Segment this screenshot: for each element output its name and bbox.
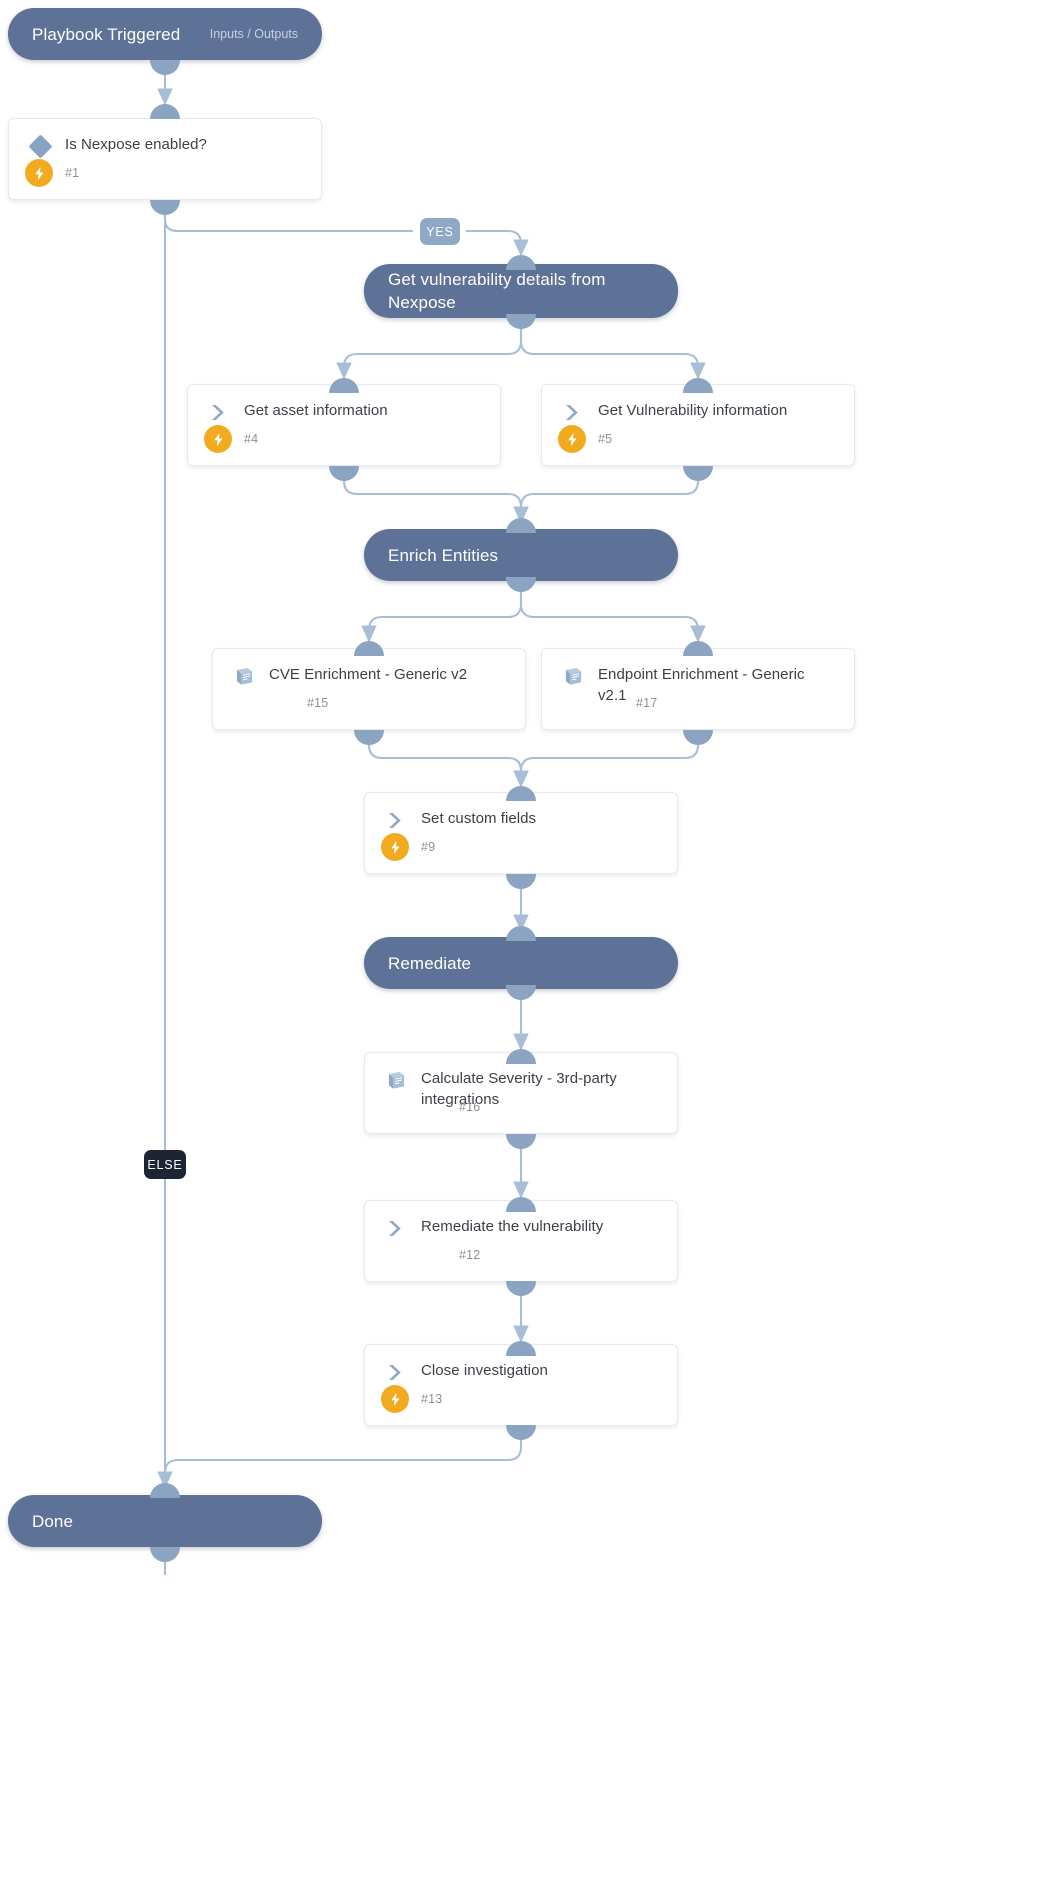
section-title: Playbook Triggered (32, 24, 181, 44)
task-title: Set custom fields (421, 810, 537, 827)
section-node-remediate[interactable]: Remediate (364, 937, 678, 989)
task-title: Close investigation (421, 1362, 548, 1379)
automation-bolt-icon (558, 425, 586, 453)
task-title: Get asset information (244, 402, 388, 419)
task-node-remediate-the-vulnerability[interactable]: Remediate the vulnerability #12 (364, 1200, 678, 1282)
section-node-enrich-entities[interactable]: Enrich Entities (364, 529, 678, 581)
port-bottom-sec-remediate (506, 985, 536, 1000)
port-top-n5 (683, 378, 713, 393)
port-bottom-n12 (506, 1281, 536, 1296)
automation-bolt-icon (381, 833, 409, 861)
chevron-command-icon (558, 399, 588, 425)
port-bottom-n17 (683, 730, 713, 745)
port-bottom-n15 (354, 730, 384, 745)
task-title: CVE Enrichment - Generic v2 (269, 666, 468, 683)
task-node-cve-enrichment-generic-v2[interactable]: CVE Enrichment - Generic v2 #15 (212, 648, 526, 730)
task-title: Calculate Severity - 3rd-party integrati… (421, 1070, 617, 1108)
diamond-condition-icon (25, 133, 55, 159)
port-top-done (150, 1483, 180, 1498)
book-playbook-icon (558, 663, 588, 689)
chevron-command-icon (204, 399, 234, 425)
task-title: Get Vulnerability information (598, 402, 788, 419)
task-id: #17 (636, 696, 658, 710)
task-node-is-nexpose-enabled[interactable]: Is Nexpose enabled? #1 (8, 118, 322, 200)
task-title: Is Nexpose enabled? (65, 136, 207, 153)
section-node-done[interactable]: Done (8, 1495, 322, 1547)
port-bottom-n16 (506, 1134, 536, 1149)
task-title: Remediate the vulnerability (421, 1218, 604, 1235)
book-playbook-icon (229, 663, 259, 689)
port-top-sec-remediate (506, 926, 536, 941)
port-top-n15 (354, 641, 384, 656)
port-bottom-n13 (506, 1425, 536, 1440)
task-node-close-investigation[interactable]: Close investigation #13 (364, 1344, 678, 1426)
port-bottom-sec-get-vuln (506, 314, 536, 329)
edge-label-else[interactable]: ELSE (144, 1150, 186, 1179)
chevron-command-icon (381, 1359, 411, 1385)
section-title: Done (32, 1511, 74, 1531)
task-title: Endpoint Enrichment - Generic v2.1 (598, 666, 805, 704)
port-top-n13 (506, 1341, 536, 1356)
port-top-n4 (329, 378, 359, 393)
automation-bolt-icon (25, 159, 53, 187)
task-id: #1 (65, 166, 80, 180)
task-node-get-asset-information[interactable]: Get asset information #4 (187, 384, 501, 466)
inputs-outputs-link[interactable]: Inputs / Outputs (209, 27, 298, 41)
section-node-get-vulnerability-details[interactable]: Get vulnerability details from Nexpose (364, 264, 678, 318)
automation-bolt-icon (381, 1385, 409, 1413)
task-id: #16 (459, 1100, 481, 1114)
port-bottom-n1 (150, 200, 180, 215)
book-playbook-icon (381, 1067, 411, 1093)
edge-label-yes[interactable]: YES (420, 218, 460, 245)
task-id: #9 (421, 840, 436, 854)
port-bottom-start (150, 60, 180, 75)
section-title: Get vulnerability details from Nexpose (388, 270, 606, 312)
task-node-get-vulnerability-information[interactable]: Get Vulnerability information #5 (541, 384, 855, 466)
port-top-n17 (683, 641, 713, 656)
port-top-n16 (506, 1049, 536, 1064)
port-bottom-n4 (329, 466, 359, 481)
task-id: #13 (421, 1392, 443, 1406)
task-id: #5 (598, 432, 613, 446)
automation-bolt-icon (204, 425, 232, 453)
section-title: Enrich Entities (388, 545, 499, 565)
section-node-playbook-triggered[interactable]: Playbook Triggered Inputs / Outputs (8, 8, 322, 60)
chevron-command-icon (381, 1215, 411, 1241)
port-top-sec-get-vuln (506, 255, 536, 270)
task-id: #12 (459, 1248, 481, 1262)
task-node-endpoint-enrichment-generic-v21[interactable]: Endpoint Enrichment - Generic v2.1 #17 (541, 648, 855, 730)
port-top-n12 (506, 1197, 536, 1212)
port-bottom-done (150, 1547, 180, 1562)
task-node-calculate-severity-3rd-party-integrations[interactable]: Calculate Severity - 3rd-party integrati… (364, 1052, 678, 1134)
section-title: Remediate (388, 953, 472, 973)
port-bottom-n5 (683, 466, 713, 481)
port-top-n1 (150, 104, 180, 119)
chevron-command-icon (381, 807, 411, 833)
port-bottom-n9 (506, 874, 536, 889)
task-id: #4 (244, 432, 259, 446)
port-top-n9 (506, 786, 536, 801)
port-bottom-sec-enrich (506, 577, 536, 592)
task-node-set-custom-fields[interactable]: Set custom fields #9 (364, 792, 678, 874)
task-id: #15 (307, 696, 329, 710)
port-top-sec-enrich (506, 518, 536, 533)
